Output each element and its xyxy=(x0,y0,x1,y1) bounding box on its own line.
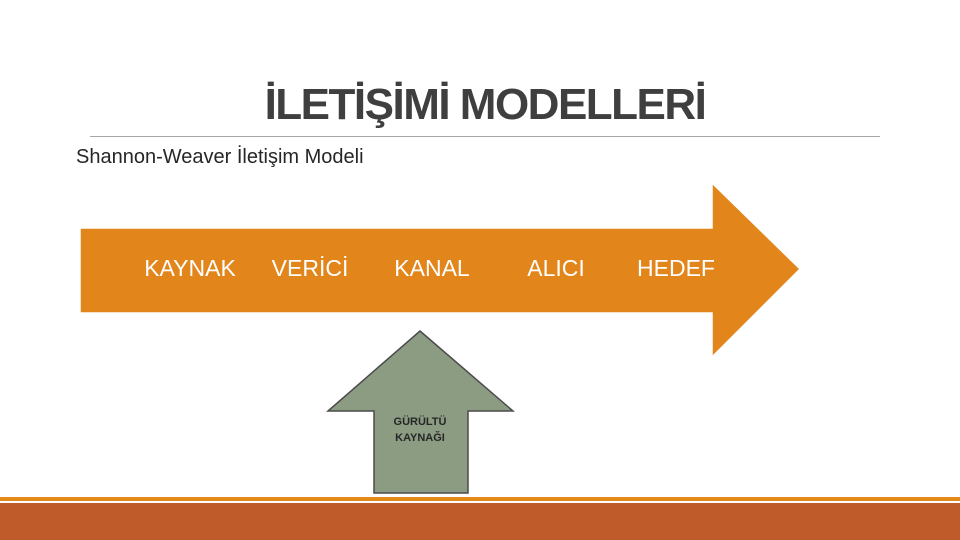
stage-transmitter: VERİCİ xyxy=(271,255,349,281)
footer-band xyxy=(0,503,960,540)
slide-title: İLETİŞİMİ MODELLERİ xyxy=(264,80,707,129)
main-flow-arrow xyxy=(79,181,802,359)
title-divider xyxy=(90,136,880,137)
model-subtitle: Shannon-Weaver İletişim Modeli xyxy=(76,146,364,168)
footer-accent-line xyxy=(0,497,960,501)
noise-source-arrow xyxy=(325,330,516,494)
stage-source: KAYNAK xyxy=(144,255,236,281)
stage-channel: KANAL xyxy=(394,255,470,281)
stage-destination: HEDEF xyxy=(637,255,715,281)
stage-receiver: ALICI xyxy=(527,255,585,281)
noise-source-label: GÜRÜLTÜ KAYNAĞI xyxy=(393,416,447,444)
